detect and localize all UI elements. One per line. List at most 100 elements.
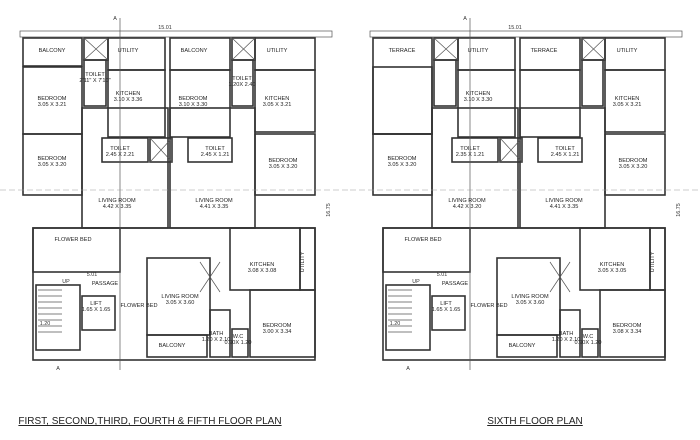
room-label: BATH [209,331,224,337]
room-label: KITCHEN [250,262,275,268]
room-label: KITCHEN [265,96,290,102]
wall [107,37,166,71]
room-size: 3.05 X 3.60 [516,300,545,306]
dimension-label: A [463,16,467,22]
dimension-label: 1.20 [390,321,401,327]
room-label: LIFT [440,301,452,307]
plan-title: SIXTH FLOOR PLAN [487,416,583,427]
wall [581,328,599,358]
room-label: UTILITY [267,48,288,54]
room-size: 3.05 X 3.20 [388,162,417,168]
dimension-label: 5.01 [437,272,448,278]
dimension-label: 16.75 [676,203,682,217]
wall [457,69,516,138]
room-size: 3.10 X 3.30 [179,102,208,108]
room-label: BALCONY [159,343,186,349]
room-label: UTILITY [468,48,489,54]
wall [107,69,166,138]
shaft-cross-icon [433,37,459,61]
room-size: 3.05 X 3.21 [263,102,292,108]
room-label: PASSAGE [92,281,119,287]
room-label: PASSAGE [442,281,469,287]
shaft-cross-icon [499,137,523,163]
room-label: LIVING ROOM [448,198,486,204]
room-size: 4.42 X 3.20 [453,204,482,210]
wall [433,59,457,107]
wall [32,227,121,273]
wall [146,334,208,358]
dimension-label: 15.01 [508,25,522,31]
wall [169,107,256,229]
room-label: BEDROOM [388,156,417,162]
wall [372,37,433,135]
room-label: FLOWER BED [405,237,442,243]
wall [231,328,249,358]
wall [457,37,516,71]
room-size: 3.05 X 3.20 [38,162,67,168]
wall [83,59,107,107]
wall [169,37,231,71]
room-size: 3.05 X 3.60 [166,300,195,306]
wall [32,227,316,361]
room-label: TERRACE [389,48,416,54]
room-label: W.C [233,334,244,340]
room-size: 1.65 X 1.65 [82,307,111,313]
dimension-label: 15.01 [158,25,172,31]
room-label: TERRACE [531,48,558,54]
room-size: 3.05 X 3.20 [619,164,648,170]
room-size: 1.20 X 2.10 [202,337,231,343]
room-label: TOILET [232,76,252,82]
room-size: 3.08 X 3.08 [248,268,277,274]
dimension-label: 16.75 [326,203,332,217]
wall [559,309,581,358]
room-size: 2.45 X 2.21 [106,152,135,158]
wall [519,107,606,229]
room-size: 0.90X 1.20 [574,340,601,346]
room-size: 3.00 X 3.34 [263,329,292,335]
room-size: 1.20X 2.40 [228,82,255,88]
wall [382,227,471,273]
room-size: 1.65 X 1.65 [432,307,461,313]
wall [496,334,558,358]
room-label: W.C [583,334,594,340]
wall [209,309,231,358]
room-label: BEDROOM [38,96,67,102]
room-label: LIVING ROOM [545,198,583,204]
room-size: 4.42 X 3.35 [103,204,132,210]
shaft-cross-icon [149,137,173,163]
room-label: LIVING ROOM [98,198,136,204]
wall [169,69,231,138]
shaft-cross-icon [83,37,109,61]
wall [604,37,666,71]
room-label: KITCHEN [600,262,625,268]
room-size: 3.05 X 3.21 [613,102,642,108]
wall [231,59,254,107]
wall [254,37,316,71]
room-label: BEDROOM [613,323,642,329]
wall [372,66,433,135]
wall [254,69,316,133]
room-label: UTILITY [617,48,638,54]
dimension-label: 1.20 [40,321,51,327]
dimension-label: UP [62,279,70,285]
room-label: BALCONY [181,48,208,54]
room-size: 4.41 X 3.35 [200,204,229,210]
dimension-label: 5.01 [87,272,98,278]
dimension-label: A [56,366,60,372]
wall [35,284,81,351]
shaft-cross-icon [549,261,571,293]
room-label: BEDROOM [38,156,67,162]
room-label: UTILITY [650,251,656,272]
wall [382,227,666,361]
wall [537,137,583,163]
room-label: KITCHEN [466,91,491,97]
wall [22,37,83,67]
wall [101,137,149,163]
wall [579,227,651,291]
shaft-cross-icon [231,37,256,61]
room-size: 3.05 X 3.21 [38,102,67,108]
room-label: BALCONY [509,343,536,349]
wall [149,137,173,163]
